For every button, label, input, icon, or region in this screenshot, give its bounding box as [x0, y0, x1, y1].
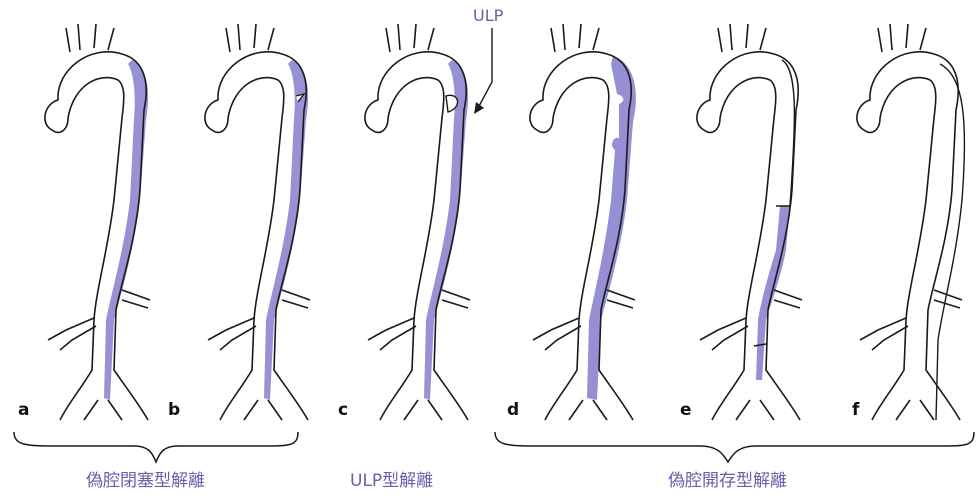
aorta-panel-f [822, 0, 976, 440]
flap-line [936, 64, 964, 420]
group-label-occluded: 偽腔閉塞型解離 [86, 466, 205, 491]
ulp-annotation-label: ULP [473, 6, 503, 25]
panel-letter-f: f [852, 400, 859, 420]
panel-letter-c: c [338, 400, 348, 420]
panel-letter-d: d [507, 400, 519, 420]
group-label-patent: 偽腔開存型解離 [668, 466, 787, 491]
aorta-panel-c [330, 0, 490, 440]
aorta-panel-e [662, 0, 822, 440]
panel-letter-a: a [18, 400, 29, 420]
aorta-panel-a [10, 0, 170, 440]
false-lumen [424, 60, 468, 400]
false-lumen [104, 60, 148, 400]
false-lumen [264, 60, 308, 400]
aorta-panel-d [495, 0, 655, 440]
panel-letter-e: e [680, 400, 692, 420]
group-label-ulp: ULP型解離 [350, 466, 433, 491]
aorta-panel-b [170, 0, 330, 440]
panel-letter-b: b [168, 400, 180, 420]
